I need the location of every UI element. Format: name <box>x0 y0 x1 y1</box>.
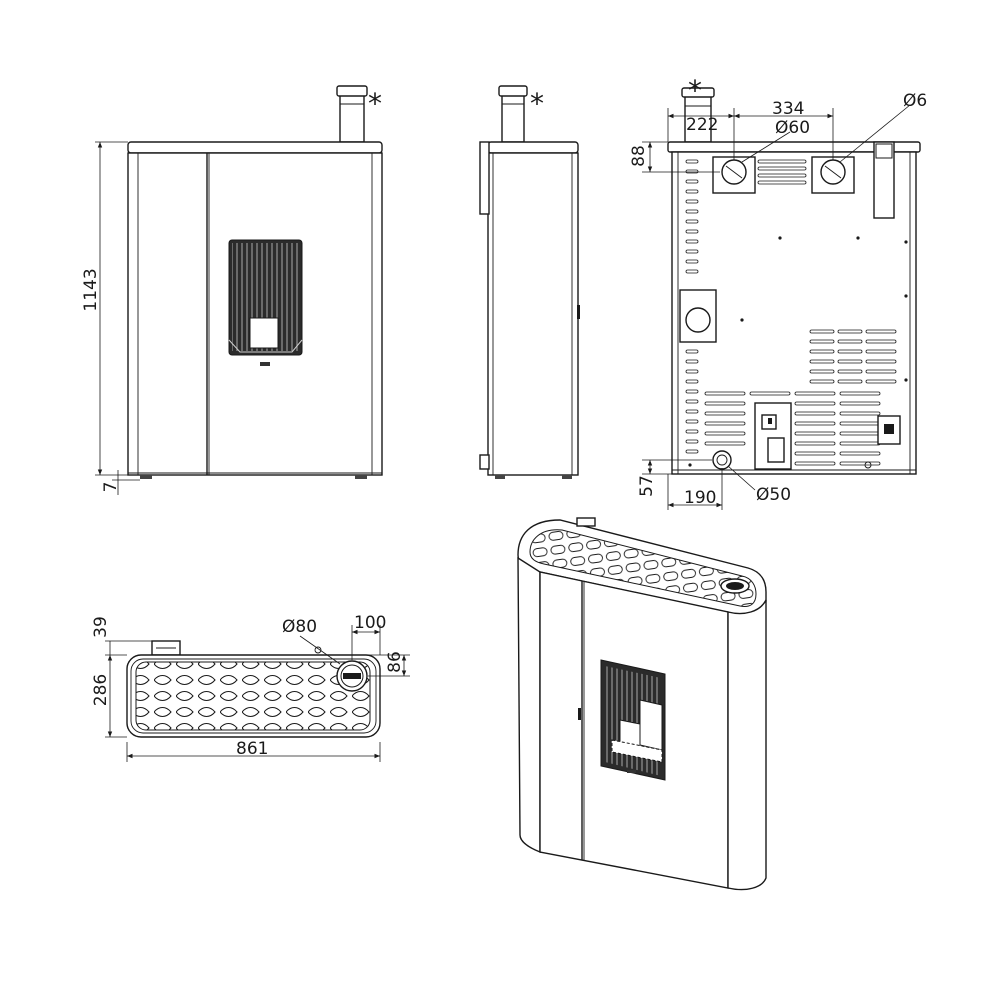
side-bracket <box>479 141 490 215</box>
front-asterisk: * <box>368 87 382 120</box>
top-grille <box>135 661 371 731</box>
top-depth-offset-label: 39 <box>91 616 111 638</box>
rear-bottom-label: 57 <box>637 475 657 497</box>
rear-view: * <box>629 74 927 510</box>
perspective-view <box>517 517 767 891</box>
rear-pipe-right <box>811 156 855 194</box>
rear-top-vents <box>757 159 807 185</box>
rear-electrical-panel <box>754 402 792 470</box>
top-flue-outlet <box>336 660 368 692</box>
rear-drain-label: Ø50 <box>756 485 791 505</box>
rear-top-label: 88 <box>629 145 649 167</box>
front-flue-pipe <box>336 85 368 143</box>
perspective-right-panel <box>727 599 767 891</box>
rear-right-vent-grid <box>809 329 897 384</box>
top-view: 39 286 861 Ø80 100 86 <box>91 613 410 762</box>
rear-bracket <box>873 141 895 219</box>
front-foot-label: 7 <box>101 482 121 493</box>
front-view: * 1143 7 <box>81 85 383 495</box>
rear-access-hatch <box>679 289 717 343</box>
rear-pipe-right-label: Ø6 <box>903 91 927 111</box>
rear-spacing-label: 334 <box>772 99 804 119</box>
front-height-label: 1143 <box>81 268 101 311</box>
perspective-left-panel <box>517 556 541 854</box>
top-width-label: 861 <box>236 739 268 759</box>
rear-left-vent-column <box>685 159 699 454</box>
side-top-plate <box>487 141 579 154</box>
top-dimensions <box>105 625 410 762</box>
rear-asterisk: * <box>688 74 702 107</box>
side-view: * <box>479 85 580 479</box>
side-flue-pipe <box>498 85 528 143</box>
rear-offset-label: 222 <box>686 115 718 135</box>
top-depth-label: 286 <box>91 674 111 706</box>
side-asterisk: * <box>530 87 544 120</box>
front-top-plate <box>127 141 383 154</box>
front-height-dimension <box>95 141 140 495</box>
top-flue-label: Ø80 <box>282 617 317 637</box>
top-flue-y-label: 86 <box>385 651 405 673</box>
rear-pipe-left <box>712 156 756 194</box>
front-fire-window <box>228 239 303 356</box>
top-flue-x-label: 100 <box>354 613 386 633</box>
rear-drain-x-label: 190 <box>684 488 716 508</box>
side-body <box>487 152 579 476</box>
front-logo <box>260 362 270 366</box>
perspective-logo <box>627 770 636 773</box>
rear-dimensions <box>642 104 911 510</box>
rear-pipe-left-label: Ø60 <box>775 118 810 138</box>
perspective-fire-window <box>600 659 666 781</box>
